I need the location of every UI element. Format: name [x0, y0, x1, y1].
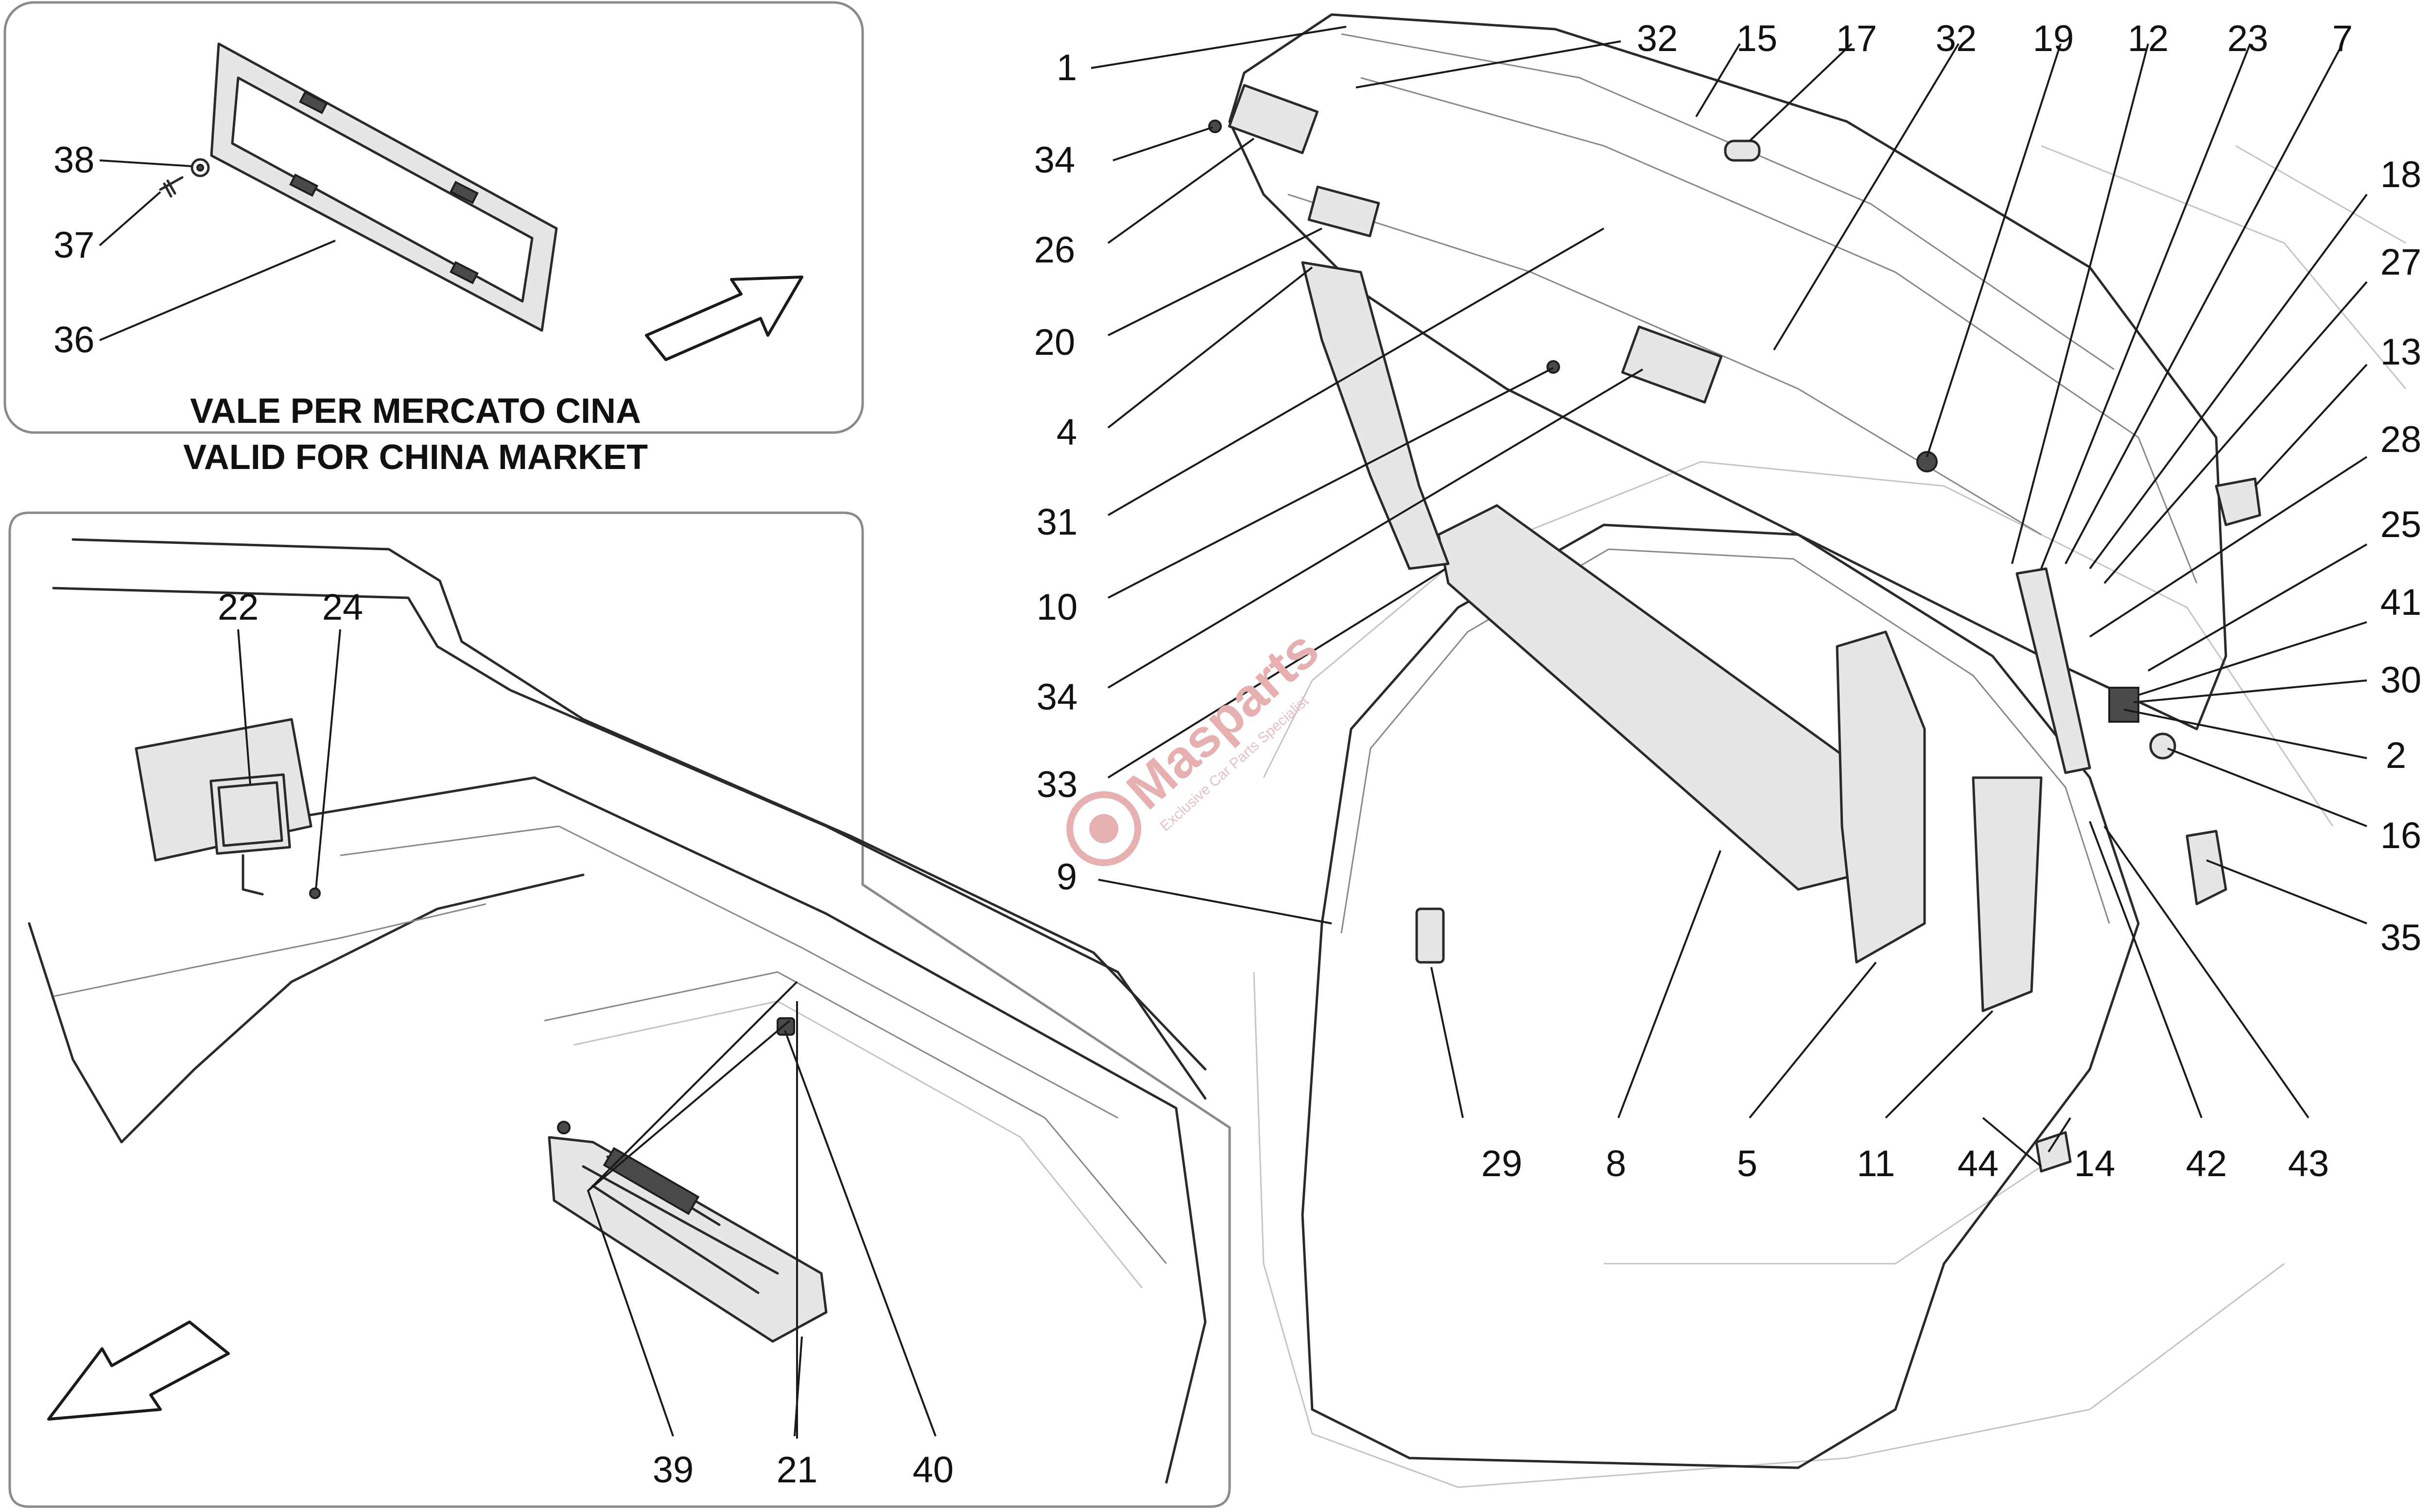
callout-7: 7: [2332, 18, 2353, 59]
callout-17: 17: [1836, 18, 1877, 59]
callout-31: 31: [1037, 502, 1078, 543]
callout-44: 44: [1958, 1143, 1999, 1184]
side-trim-part: [1836, 630, 1926, 964]
note-line-2: VALID FOR CHINA MARKET: [183, 438, 648, 477]
bumper-stop-part: [2149, 732, 2176, 760]
callout-10: 10: [1037, 587, 1078, 628]
watermark-brand: Masparts: [1115, 619, 1330, 821]
trim-panel-part: [1301, 261, 1450, 570]
callout-30: 30: [2380, 660, 2422, 701]
masparts-watermark: Masparts Exclusive Car Parts Specialist: [1066, 619, 1330, 866]
connector-part: [309, 887, 321, 899]
callout-4: 4: [1057, 412, 1077, 453]
callout-11: 11: [1857, 1143, 1895, 1184]
watermark-logo-icon: [1066, 791, 1142, 866]
switch-part: [1415, 907, 1445, 964]
inset-china-market: 38 37 36 VALE PER MERCATO CINA: [3, 1, 864, 434]
callout-18: 18: [2380, 154, 2422, 195]
lamp-part: [1621, 325, 1723, 404]
callout-29: 29: [1481, 1143, 1523, 1184]
callout-22: 22: [218, 587, 259, 628]
callout-23: 23: [2227, 18, 2269, 59]
callout-19: 19: [2033, 18, 2074, 59]
cover-part: [1307, 185, 1380, 238]
callout-34a: 34: [1034, 139, 1076, 181]
callout-32b: 32: [1936, 18, 1977, 59]
callout-25: 25: [2380, 504, 2422, 545]
callout-32a: 32: [1637, 18, 1678, 59]
callout-37: 37: [53, 225, 95, 266]
radar-sensor-part: [209, 773, 291, 896]
callout-2: 2: [2386, 735, 2406, 776]
screw-part: [159, 176, 184, 198]
callout-42: 42: [2186, 1143, 2227, 1184]
bolt-part: [1208, 120, 1222, 133]
direction-arrow-icon-2: [47, 1321, 230, 1421]
note-line-1: VALE PER MERCATO CINA: [190, 392, 641, 431]
main-tailgate-view: 1 32 15 17 32 19 12 23 7 34 26 20 4 31 1…: [1034, 13, 2422, 1488]
callout-13: 13: [2380, 331, 2422, 373]
callout-15: 15: [1736, 18, 1778, 59]
callout-12: 12: [2128, 18, 2169, 59]
latch-part: [2108, 687, 2139, 723]
callout-24: 24: [322, 587, 364, 628]
grommet-part: [2215, 477, 2261, 526]
callout-28: 28: [2380, 419, 2422, 460]
leader-lines: [1091, 26, 2368, 1167]
callout-1: 1: [1057, 47, 1077, 88]
bracket-part-2: [2186, 830, 2227, 905]
callout-5: 5: [1737, 1143, 1757, 1184]
callout-21: 21: [777, 1449, 818, 1491]
callout-27: 27: [2380, 242, 2422, 283]
callout-41: 41: [2380, 582, 2422, 623]
callout-39: 39: [653, 1449, 694, 1491]
callout-16: 16: [2380, 815, 2422, 856]
callout-26: 26: [1034, 229, 1076, 271]
handle-part: [1228, 84, 1319, 155]
gas-strut-part: [2015, 567, 2091, 774]
callout-20: 20: [1034, 322, 1076, 363]
side-trim-2-part: [1972, 776, 2043, 1012]
callout-33: 33: [1037, 764, 1078, 805]
callout-8: 8: [1606, 1143, 1626, 1184]
clip-part-2: [2035, 1131, 2072, 1173]
washer-part: [191, 158, 210, 177]
direction-arrow-icon: [645, 276, 803, 361]
cap-part: [1724, 139, 1761, 162]
inset-bumper: 22 24 39 21 40: [8, 511, 1231, 1508]
bracket-part: [548, 1121, 828, 1343]
callout-38: 38: [53, 139, 95, 181]
callout-9: 9: [1057, 856, 1077, 898]
callout-43: 43: [2288, 1143, 2329, 1184]
inset-bumper-panel: [8, 511, 1231, 1508]
callout-14: 14: [2074, 1143, 2116, 1184]
plate-frame-part: [210, 42, 558, 332]
parcel-shelf-part: [1437, 504, 1858, 891]
callout-40: 40: [913, 1449, 954, 1491]
callout-34b: 34: [1037, 677, 1078, 718]
callout-36: 36: [53, 319, 95, 361]
callout-35: 35: [2380, 917, 2422, 958]
